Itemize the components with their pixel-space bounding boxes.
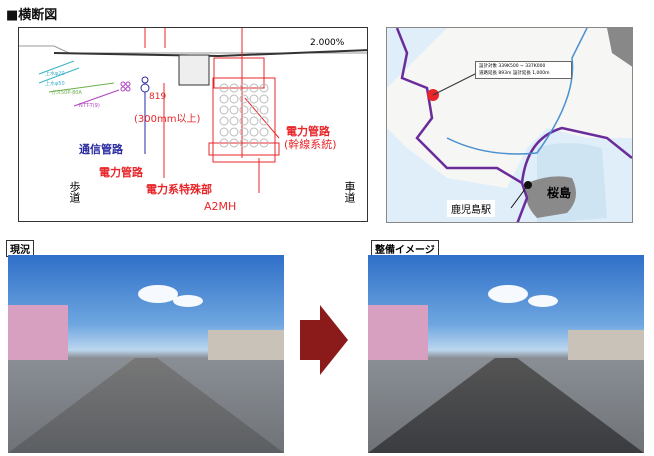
pipe-label: NTT-T(9) (79, 103, 100, 109)
roadway-label: 車道 (343, 181, 356, 203)
conduit-circle (219, 94, 229, 104)
conduit-circle (239, 138, 249, 148)
cross-section-diagram: 2.000% 上水φ20 上水φ50 ガス50P-80A NTT-T(9) 81… (18, 27, 368, 222)
cross-section-drawing (19, 28, 367, 193)
conduit-circle (259, 138, 269, 148)
map-info-line: 道路延長 893m 設計延長 1,000m (479, 71, 550, 76)
telecom-label: 通信管路 (79, 143, 123, 156)
manhole-label: A2MH (204, 200, 237, 213)
dimension-label: 819 (149, 92, 167, 102)
power-label: 電力管路 (99, 166, 143, 179)
conduit-circle (259, 83, 269, 93)
current-photo-label: 現況 (6, 240, 34, 257)
conduit-circle (249, 127, 259, 137)
map-info-box: 設計対象 339K500 ~ 337K000 道路延長 893m 設計延長 1,… (475, 61, 572, 79)
conduit-circle (219, 127, 229, 137)
conduit-circle (229, 105, 239, 115)
power-trunk-label: 電力管路 (286, 125, 330, 138)
conduit-circle (229, 94, 239, 104)
pipe-label: ガス50P-80A (51, 90, 82, 96)
map-drawing (387, 28, 632, 222)
conduit-circle (219, 83, 229, 93)
conduit-circle (249, 116, 259, 126)
conduit-circle (259, 116, 269, 126)
station-label: 鹿児島駅 (447, 200, 495, 217)
conduit-circle (239, 116, 249, 126)
conduit-circle (239, 83, 249, 93)
map-info-line: 設計対象 339K500 ~ 337K000 (479, 64, 546, 69)
conduit-circle (229, 127, 239, 137)
conduit-circle (239, 94, 249, 104)
conduit-circle (259, 94, 269, 104)
conduit-circle (219, 116, 229, 126)
pipe-label: 上水φ50 (45, 81, 65, 87)
current-street-photo (8, 255, 284, 453)
conduit-circle (249, 138, 259, 148)
pipe-label: 上水φ20 (45, 71, 65, 77)
conduit-circle (229, 116, 239, 126)
slope-label: 2.000% (310, 38, 345, 48)
sidewalk-label: 歩道 (68, 181, 81, 203)
conduit-circle (259, 127, 269, 137)
conduit-circle (239, 127, 249, 137)
conduit-circle (219, 105, 229, 115)
conduit-circle (259, 105, 269, 115)
conduit-circle (249, 105, 259, 115)
section-title: ■横断図 (6, 8, 58, 23)
island-label: 桜島 (547, 186, 572, 200)
conduit-circle (239, 105, 249, 115)
arrow-icon (300, 305, 348, 375)
conduit-circle (249, 94, 259, 104)
conduit-circle (229, 138, 239, 148)
conduit-circle (249, 83, 259, 93)
location-map: 設計対象 339K500 ~ 337K000 道路延長 893m 設計延長 1,… (386, 27, 633, 223)
special-section-label: 電力系特殊部 (146, 183, 212, 196)
conduit-circle (219, 138, 229, 148)
future-street-photo (368, 255, 644, 453)
dimension-note: (300mm以上) (134, 114, 201, 125)
conduit-circle (229, 83, 239, 93)
power-trunk-sub: (幹線系統) (284, 138, 337, 151)
